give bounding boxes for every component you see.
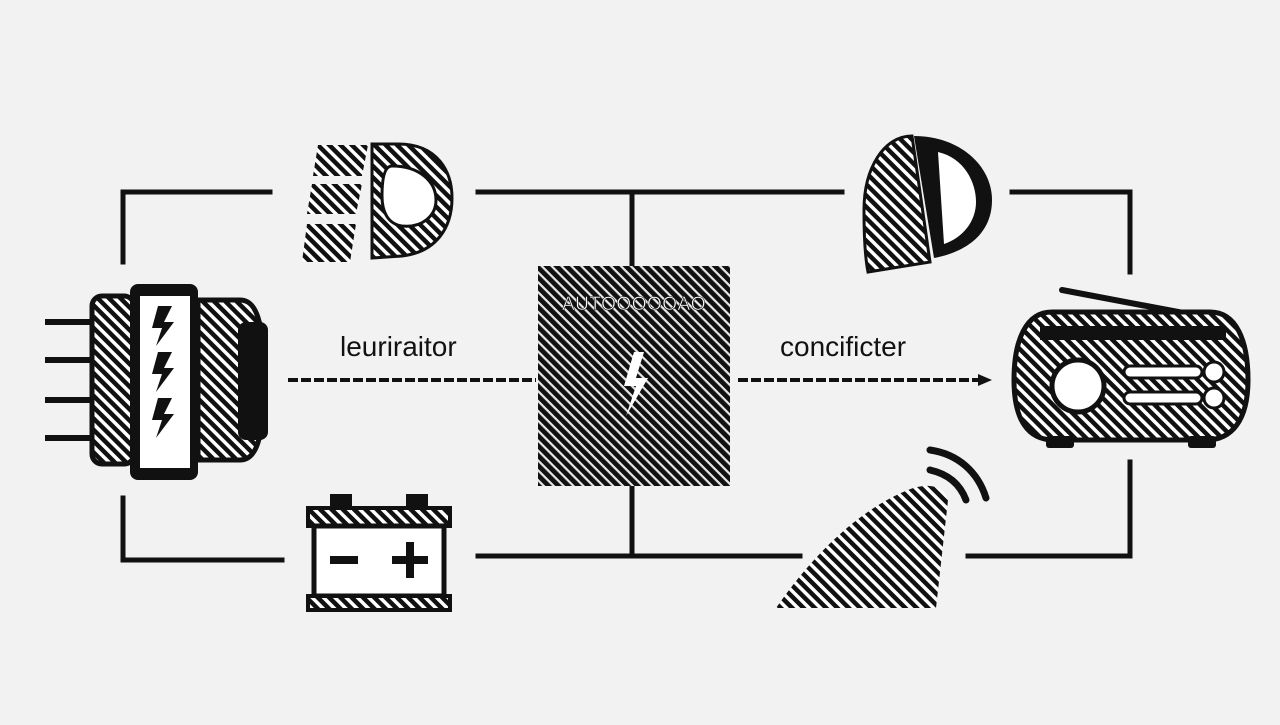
lightning-bolt-icon (624, 352, 648, 416)
wire-bottom-left (120, 495, 285, 563)
control-module-icon: AUTOOOOOAO (538, 266, 730, 486)
circuit-wires (120, 189, 1133, 563)
right-arrow-head (978, 374, 992, 386)
wire-bottom-right (965, 459, 1133, 559)
dome-light-icon (862, 134, 992, 274)
battery-icon (306, 494, 452, 612)
control-module-label: AUTOOOOOAO (562, 294, 706, 315)
wiper-sensor-icon (776, 446, 990, 608)
radio-icon (1011, 287, 1251, 448)
wire-top-left (120, 189, 273, 265)
alternator-icon (45, 284, 268, 480)
left-arrow-label: leuriraitor (340, 331, 457, 362)
right-arrow-label: concificter (780, 331, 906, 362)
wire-top-right (1009, 189, 1133, 275)
headlight-icon (302, 142, 454, 262)
